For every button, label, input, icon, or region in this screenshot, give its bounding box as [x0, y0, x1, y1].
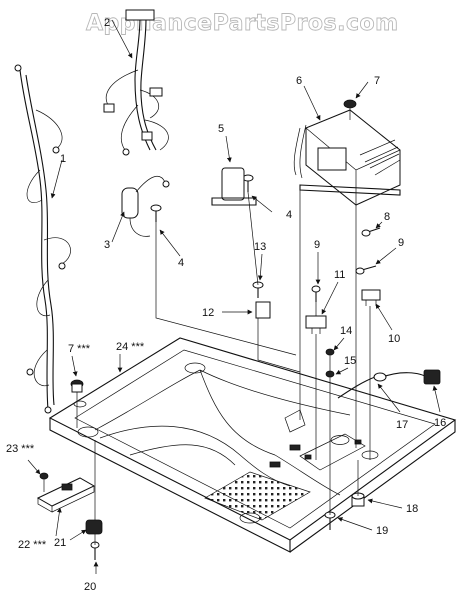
nut-23: [39, 472, 49, 480]
callout-15: 15: [344, 355, 356, 367]
callout-23: 23 ***: [6, 443, 35, 455]
foot-7: [70, 379, 84, 393]
callout-8: 8: [384, 211, 390, 223]
callout-7-foot: 7 ***: [68, 343, 91, 355]
switch-11: [305, 315, 327, 334]
callout-arrows: [27, 19, 441, 574]
guide-lines: [43, 108, 371, 545]
callout-4a: 4: [178, 257, 184, 269]
callout-6: 6: [296, 75, 302, 87]
callout-7-top: 7: [374, 75, 380, 87]
nut-7-top: [343, 99, 357, 109]
wire-harness-1: [14, 64, 71, 414]
capacitor-5: [211, 167, 257, 206]
bracket-22: [36, 477, 96, 513]
bracket-12: [255, 301, 271, 319]
screw-9-left: [311, 285, 321, 302]
power-cord-16: [379, 369, 441, 385]
transformer-6: [293, 109, 401, 206]
callout-3: 3: [104, 239, 110, 251]
callout-9-right: 9: [398, 237, 404, 249]
capacitor-3: [121, 175, 170, 237]
wire-harness-2: [103, 9, 169, 156]
screw-4-left: [150, 204, 162, 222]
switch-10: [361, 289, 381, 306]
callout-20: 20: [84, 581, 96, 593]
screw-4-right: [242, 174, 254, 192]
screw-9-right: [355, 265, 377, 275]
cord-clamp-17: [337, 372, 387, 399]
foot-21: [85, 519, 103, 535]
callout-12: 12: [202, 307, 214, 319]
callout-22: 22 ***: [18, 539, 47, 551]
callout-19: 19: [376, 525, 388, 537]
callout-4b: 4: [286, 209, 292, 221]
nut-14: [325, 348, 335, 356]
callout-9-left: 9: [314, 239, 320, 251]
screw-8: [361, 227, 381, 237]
callout-2: 2: [104, 17, 110, 29]
callout-13: 13: [254, 241, 266, 253]
callout-labels: 1 2 3 4 4 5 6 7 7 *** 8 9 9 10 11 12 13 …: [6, 17, 446, 593]
callout-21: 21: [54, 537, 66, 549]
base-plate: [48, 337, 457, 553]
callout-5: 5: [218, 123, 224, 135]
callout-10: 10: [388, 333, 400, 345]
callout-14: 14: [340, 325, 352, 337]
callout-16: 16: [434, 417, 446, 429]
callout-18: 18: [406, 503, 418, 515]
callout-11: 11: [334, 269, 345, 281]
callout-17: 17: [396, 419, 408, 431]
callout-24: 24 ***: [116, 341, 145, 353]
callout-1: 1: [60, 153, 66, 165]
